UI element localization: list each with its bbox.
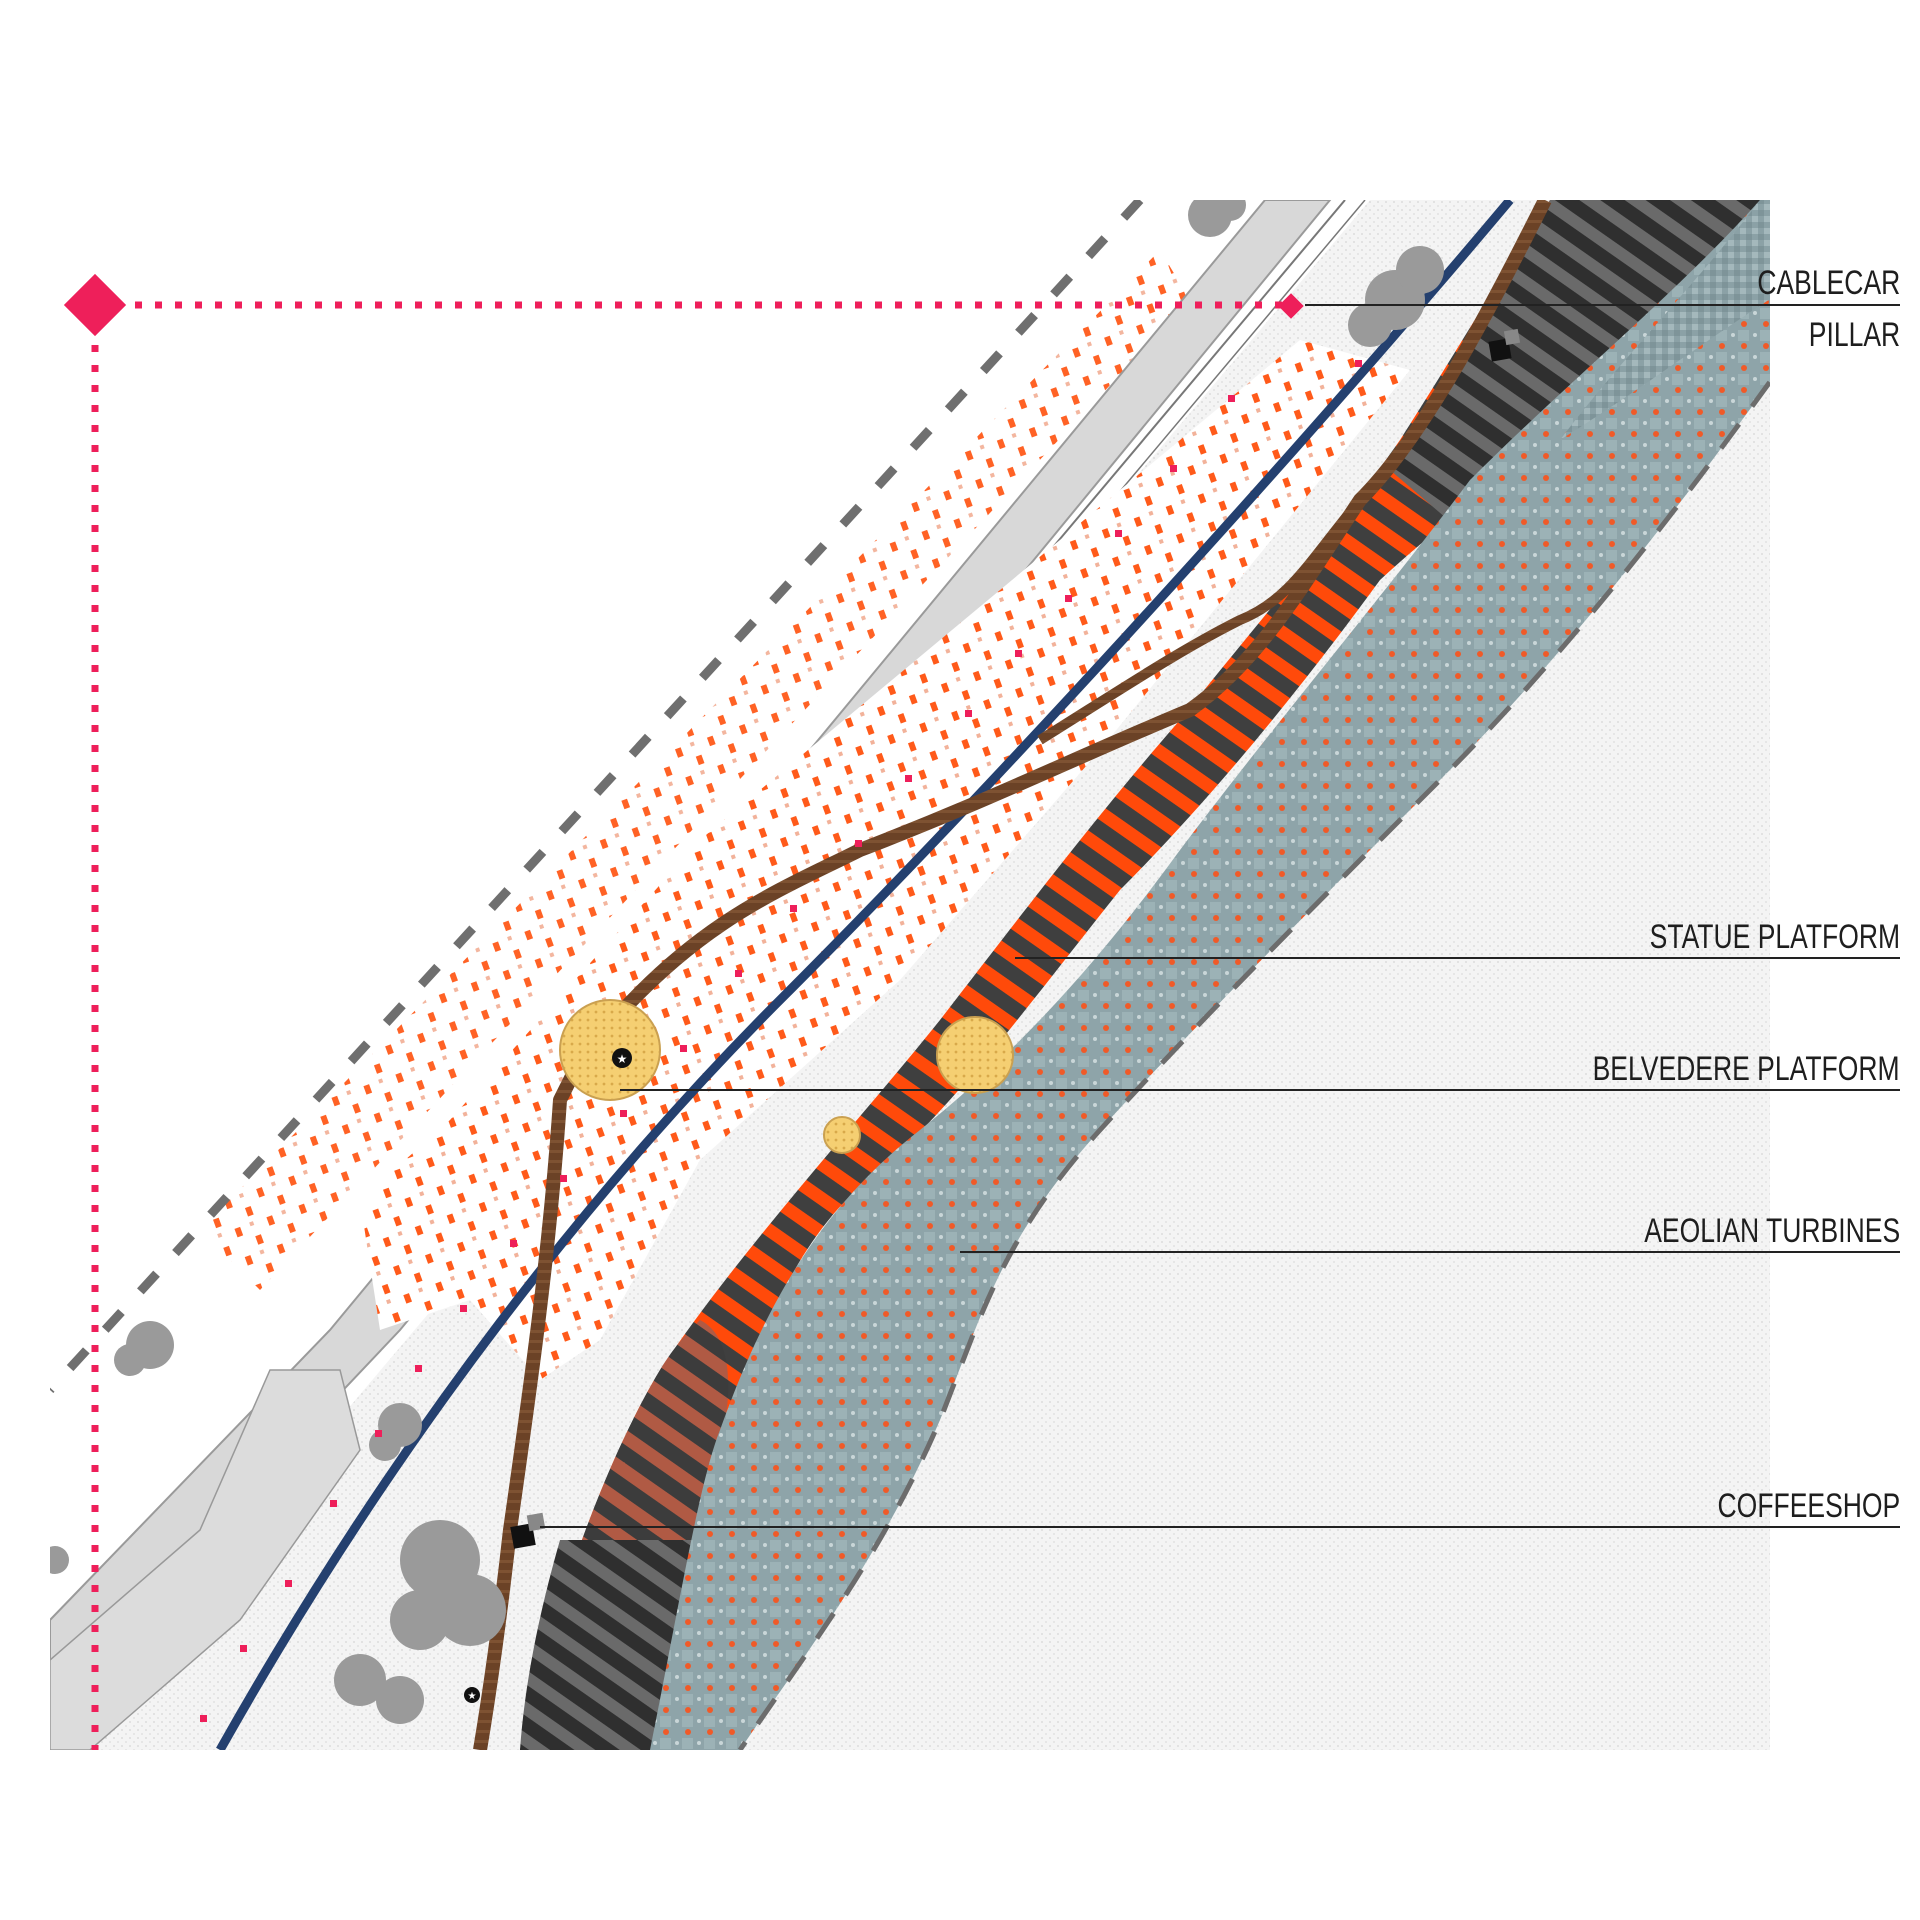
belvedere-platform-shape	[559, 999, 661, 1101]
label-statue-platform: STATUE PLATFORM	[1649, 918, 1900, 956]
svg-text:★: ★	[468, 1691, 477, 1702]
survey-marker	[63, 273, 127, 337]
aeolian-field	[650, 200, 1770, 1750]
survey-frame	[91, 301, 1290, 1750]
label-aeolian-turbines: AEOLIAN TURBINES	[1644, 1212, 1900, 1250]
orange-field-center	[360, 340, 1410, 1380]
statue-platform-shape	[936, 1016, 1014, 1094]
striped-slope-top	[1390, 200, 1770, 530]
water-channel	[216, 200, 1514, 1750]
boardwalk-path	[473, 200, 1552, 1750]
aeolian-plain	[1560, 200, 1770, 440]
parking-area	[50, 1369, 361, 1750]
embankment-dashes	[50, 200, 1144, 1394]
label-coffeeshop: COFFEESHOP	[1717, 1487, 1900, 1525]
small-platform-shape	[823, 1116, 861, 1154]
label-pillar: PILLAR	[1808, 316, 1900, 354]
boardwalk-branch	[1037, 496, 1364, 745]
svg-text:★: ★	[617, 1052, 628, 1066]
cablecar-pillar-icon	[1488, 328, 1521, 362]
striped-slope-bottom	[520, 1540, 705, 1750]
statue-icon: ★	[612, 1048, 632, 1068]
aeolian-edge	[737, 377, 1770, 1750]
label-belvedere-platform: BELVEDERE PLATFORM	[1592, 1050, 1900, 1088]
statue-icon: ★	[464, 1687, 480, 1703]
label-cablecar: CABLECAR	[1757, 264, 1900, 302]
orange-field-left	[200, 250, 1190, 1290]
tree-icon	[50, 200, 1444, 1724]
pink-markers	[200, 360, 1362, 1722]
